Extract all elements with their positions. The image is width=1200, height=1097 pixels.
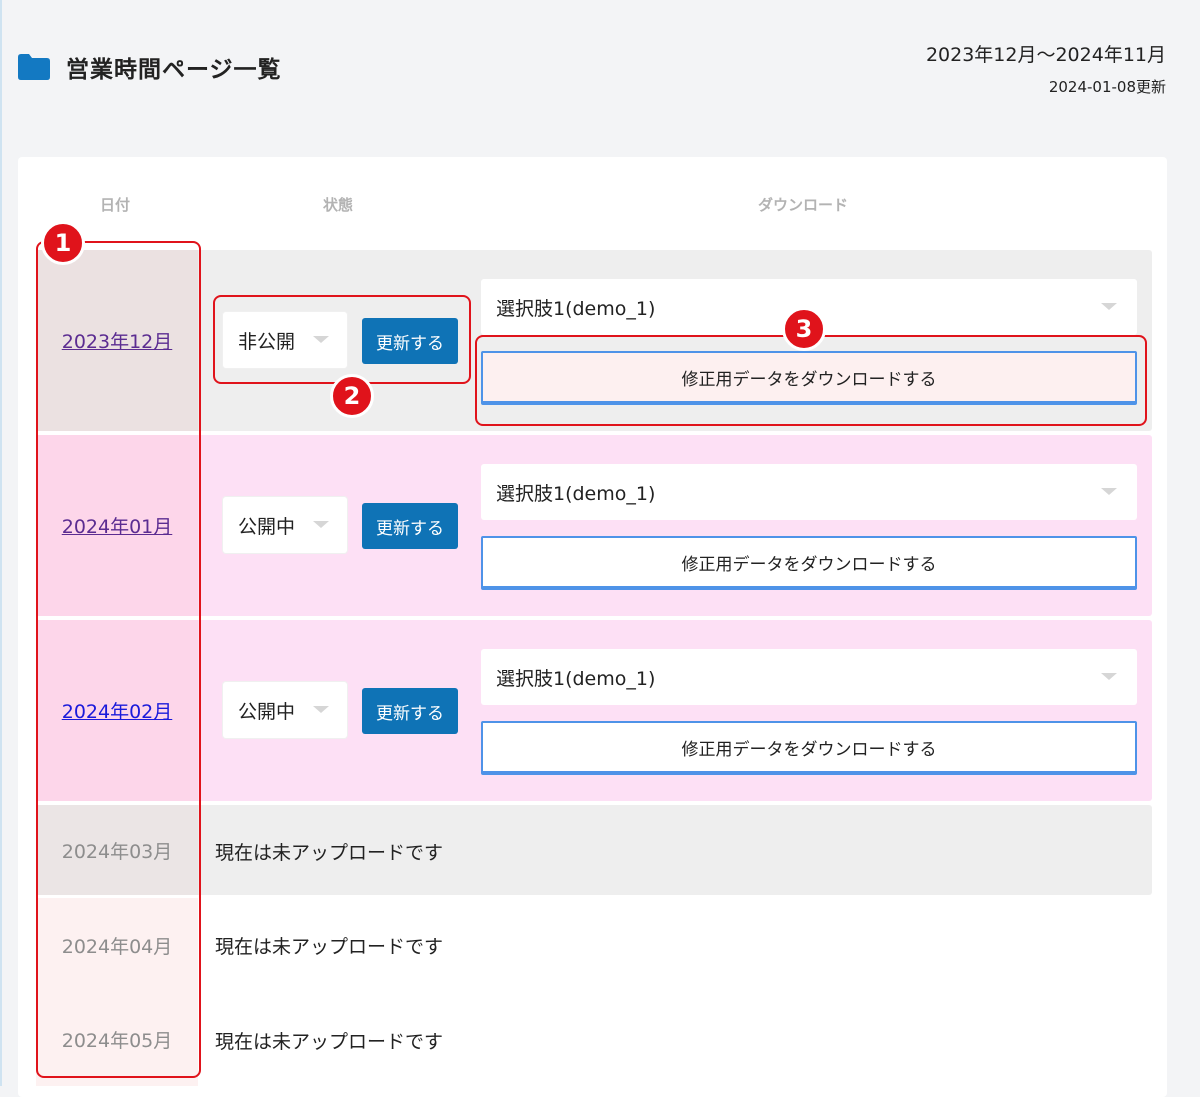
- status-select-value: 公開中: [238, 700, 296, 723]
- date-range: 2023年12月〜2024年11月: [925, 44, 1166, 66]
- column-header-status: 状態: [323, 196, 354, 214]
- status-select-value: 公開中: [238, 515, 296, 538]
- caret-down-icon: [1101, 673, 1117, 680]
- callout-box-status: [213, 295, 471, 384]
- download-button[interactable]: 修正用データをダウンロードする: [481, 721, 1137, 775]
- date-cell-bg: [36, 620, 198, 801]
- choice-select-value: 選択肢1(demo_1): [496, 482, 656, 505]
- caret-down-icon: [313, 521, 329, 528]
- choice-select[interactable]: 選択肢1(demo_1): [481, 464, 1137, 520]
- updated-date: 2024-01-08更新: [1048, 78, 1166, 96]
- date-cell: 2024年01月: [36, 435, 198, 616]
- update-button[interactable]: 更新する: [362, 503, 458, 549]
- column-header-date: 日付: [100, 196, 131, 214]
- status-select-value: 非公開: [238, 330, 296, 353]
- folder-icon: [18, 54, 50, 80]
- date-label: 2024年03月: [61, 840, 173, 863]
- date-cell: 2024年04月: [36, 898, 198, 992]
- download-button[interactable]: 修正用データをダウンロードする: [481, 351, 1137, 405]
- status-select[interactable]: 公開中: [223, 497, 347, 553]
- callout-badge-2: 2: [330, 374, 374, 418]
- page-header: 営業時間ページ一覧: [18, 50, 282, 84]
- left-edge-border: [0, 0, 2, 1086]
- choice-select-value: 選択肢1(demo_1): [496, 297, 656, 320]
- page-title: 営業時間ページ一覧: [66, 57, 282, 83]
- callout-badge-1: 1: [41, 221, 85, 265]
- status-select[interactable]: 非公開: [223, 312, 347, 368]
- status-select[interactable]: 公開中: [223, 682, 347, 738]
- caret-down-icon: [313, 336, 329, 343]
- not-uploaded-message: 現在は未アップロードです: [215, 1031, 444, 1053]
- date-cell-bg: [36, 805, 198, 895]
- download-button[interactable]: 修正用データをダウンロードする: [481, 536, 1137, 590]
- date-cell: 2023年12月: [36, 250, 198, 431]
- date-cell: 2024年05月: [36, 992, 198, 1086]
- not-uploaded-message: 現在は未アップロードです: [215, 842, 444, 864]
- update-button[interactable]: 更新する: [362, 318, 458, 364]
- callout-box-date-column: [36, 241, 201, 1078]
- date-link[interactable]: 2024年01月: [61, 516, 173, 538]
- choice-select[interactable]: 選択肢1(demo_1): [481, 649, 1137, 705]
- column-header-download: ダウンロード: [758, 196, 849, 214]
- date-cell: 2024年02月: [36, 620, 198, 801]
- date-cell-bg: [36, 435, 198, 616]
- date-cell-bg: [36, 992, 198, 1086]
- update-button[interactable]: 更新する: [362, 688, 458, 734]
- caret-down-icon: [1101, 488, 1117, 495]
- caret-down-icon: [1101, 303, 1117, 310]
- date-cell-bg: [36, 898, 198, 992]
- choice-select-value: 選択肢1(demo_1): [496, 667, 656, 690]
- callout-badge-3: 3: [782, 307, 826, 351]
- date-link[interactable]: 2024年02月: [61, 701, 173, 723]
- not-uploaded-message: 現在は未アップロードです: [215, 936, 444, 958]
- date-cell-bg: [36, 250, 198, 431]
- date-cell: 2024年03月: [36, 805, 198, 895]
- table-row: [36, 805, 1152, 895]
- date-link[interactable]: 2023年12月: [61, 331, 173, 353]
- date-label: 2024年04月: [61, 935, 173, 958]
- caret-down-icon: [313, 706, 329, 713]
- date-label: 2024年05月: [61, 1029, 173, 1052]
